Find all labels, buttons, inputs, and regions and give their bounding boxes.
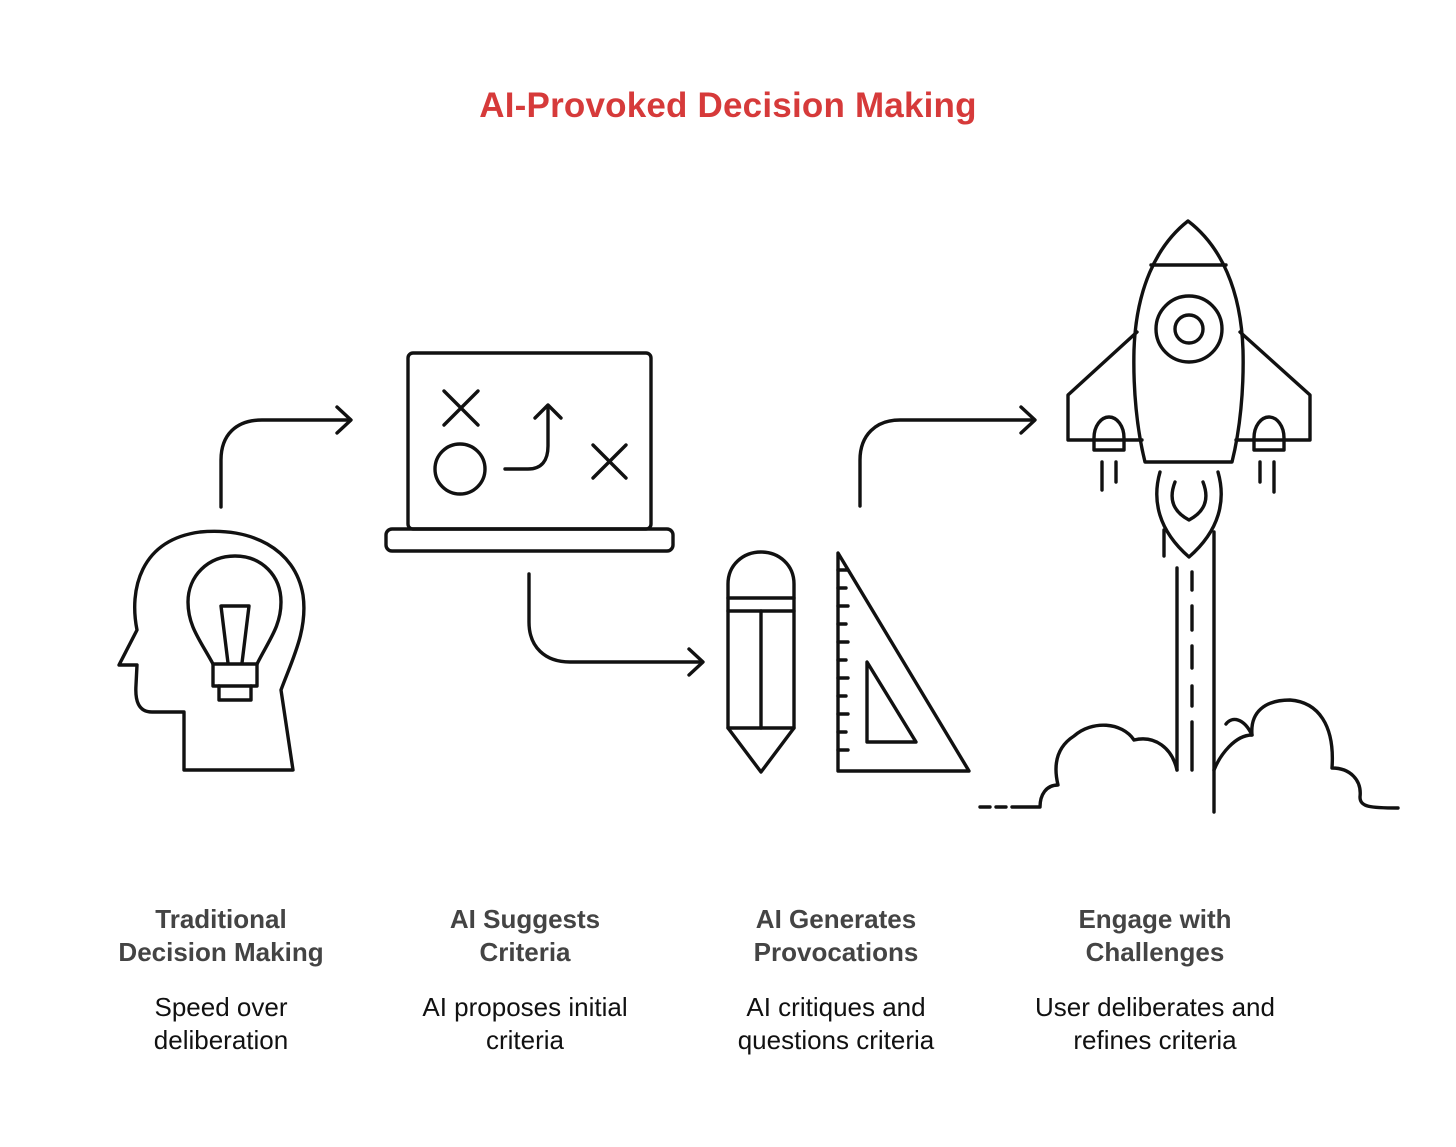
strategy-board-icon bbox=[384, 351, 675, 553]
step-description: User deliberates and refines criteria bbox=[1035, 992, 1275, 1055]
step-description: AI critiques and questions criteria bbox=[737, 992, 935, 1055]
arrowhead-icon bbox=[1019, 405, 1037, 435]
step-title: Engage with Challenges bbox=[1078, 904, 1232, 967]
arrowhead-icon bbox=[687, 647, 705, 677]
flow-arrow bbox=[219, 418, 352, 509]
step-ai-generates-provocations: AI Generates Provocations AI critiques a… bbox=[686, 903, 986, 1057]
step-engage-with-challenges: Engage with Challenges User deliberates … bbox=[1005, 903, 1305, 1057]
pencil-ruler-icon bbox=[726, 550, 971, 774]
step-traditional-decision-making: Traditional Decision Making Speed over d… bbox=[71, 903, 371, 1057]
step-description: Speed over deliberation bbox=[153, 992, 289, 1055]
page-title: AI-Provoked Decision Making bbox=[479, 86, 977, 125]
arrowhead-icon bbox=[335, 405, 353, 435]
step-title: AI Generates Provocations bbox=[753, 904, 919, 967]
step-ai-suggests-criteria: AI Suggests Criteria AI proposes initial… bbox=[375, 903, 675, 1057]
flow-arrow bbox=[858, 418, 1036, 508]
step-title: Traditional Decision Making bbox=[118, 904, 324, 967]
step-description: AI proposes initial criteria bbox=[422, 992, 628, 1055]
head-lightbulb-icon bbox=[117, 529, 306, 772]
rocket-launch-icon bbox=[978, 219, 1400, 814]
flow-arrow bbox=[527, 572, 704, 664]
step-title: AI Suggests Criteria bbox=[449, 904, 601, 967]
